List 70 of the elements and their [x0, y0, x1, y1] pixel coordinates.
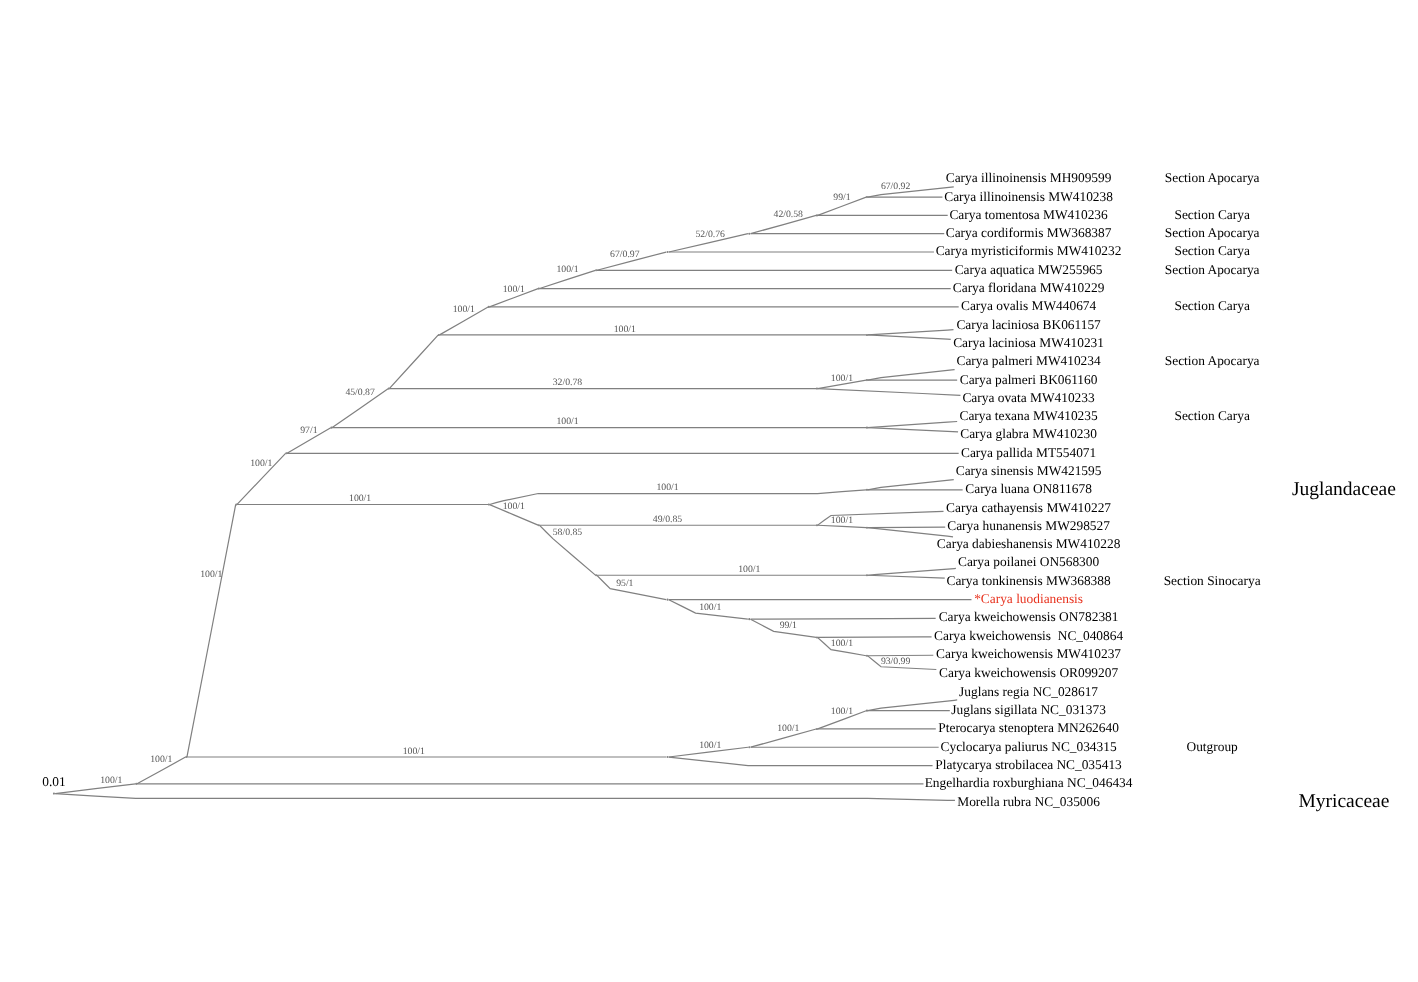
connector	[867, 653, 934, 656]
connector	[867, 709, 951, 711]
connector	[867, 526, 954, 537]
connector	[488, 287, 539, 307]
connector	[388, 387, 817, 389]
connector	[817, 213, 949, 215]
connector	[286, 451, 960, 453]
connector	[186, 755, 667, 757]
connector	[236, 451, 287, 504]
connector	[331, 387, 389, 428]
connector	[867, 488, 964, 490]
connector	[488, 305, 960, 307]
connector	[817, 636, 867, 656]
connector	[331, 426, 867, 428]
connector	[438, 305, 489, 335]
connector	[668, 250, 935, 252]
connector	[539, 286, 952, 289]
node-point	[666, 597, 669, 600]
connector	[867, 566, 957, 575]
connector	[817, 509, 945, 525]
connector	[867, 333, 952, 339]
connector	[867, 698, 958, 711]
connector	[817, 387, 962, 395]
connector	[750, 616, 937, 619]
connector	[539, 523, 817, 525]
connector	[867, 573, 946, 578]
connector	[388, 333, 439, 389]
connector	[750, 232, 945, 234]
connector	[236, 502, 489, 505]
connector	[817, 727, 937, 729]
connector	[668, 598, 749, 619]
connector	[596, 573, 867, 575]
connector	[488, 488, 867, 505]
connector	[596, 268, 953, 270]
connector	[286, 426, 332, 453]
connector	[867, 185, 955, 197]
connector	[596, 573, 667, 600]
connector	[596, 250, 667, 270]
connector	[867, 477, 955, 490]
connector	[817, 195, 867, 215]
connector	[867, 368, 956, 380]
connector	[749, 617, 817, 638]
connector	[817, 378, 867, 389]
connector	[136, 755, 187, 784]
connector	[817, 635, 933, 638]
label: Juglandaceae	[1291, 477, 1396, 500]
connector	[136, 782, 925, 784]
connector	[750, 745, 940, 747]
connector	[54, 792, 956, 801]
connector	[867, 378, 958, 380]
connector	[539, 268, 596, 289]
connector	[668, 232, 749, 252]
connector	[668, 755, 934, 766]
connector	[817, 523, 867, 528]
label: Myricaceae	[1298, 789, 1390, 812]
connector	[668, 745, 749, 757]
connector	[867, 195, 944, 197]
connector	[867, 426, 959, 432]
connector	[54, 782, 137, 794]
connector	[186, 503, 237, 757]
connector	[867, 525, 946, 528]
connector	[867, 328, 955, 335]
connector	[867, 654, 937, 670]
connector	[488, 502, 539, 525]
connector	[750, 727, 817, 747]
connector	[438, 333, 867, 335]
connector	[817, 709, 867, 729]
connector	[750, 213, 817, 234]
connector	[539, 523, 597, 575]
connector	[668, 598, 973, 600]
